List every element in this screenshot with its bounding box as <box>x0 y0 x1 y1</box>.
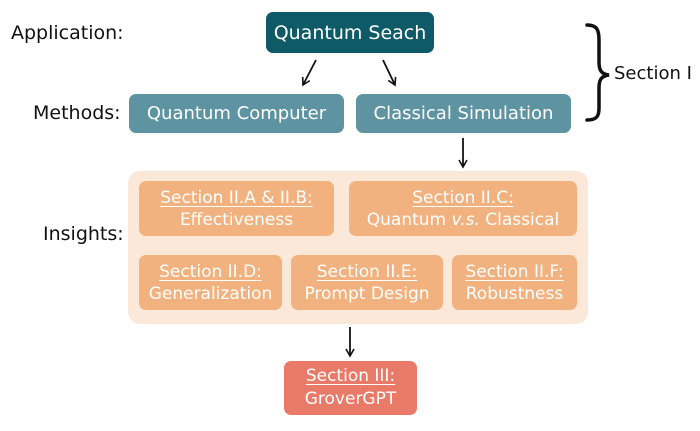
arrow-to-quantum-computer <box>301 59 317 87</box>
effectiveness-label: Effectiveness <box>179 209 294 230</box>
prompt-design-box: Section II.E: Prompt Design <box>291 255 443 310</box>
classical-simulation-box: Classical Simulation <box>356 94 571 133</box>
quantum-search-label: Quantum Seach <box>273 21 427 44</box>
prompt-design-label: Prompt Design <box>304 283 430 304</box>
robustness-section-title: Section II.F: <box>465 261 564 282</box>
insights-row-label: Insights: <box>43 223 124 245</box>
robustness-label: Robustness <box>465 283 564 304</box>
methods-row-label: Methods: <box>33 102 121 124</box>
quantum-vs-classical-box: Section II.C: Quantum v.s. Classical <box>349 181 577 236</box>
effectiveness-section-title: Section II.A & II.B: <box>160 187 313 208</box>
generalization-label: Generalization <box>148 283 273 304</box>
effectiveness-box: Section II.A & II.B: Effectiveness <box>139 181 334 236</box>
generalization-box: Section II.D: Generalization <box>139 255 282 310</box>
quantum-vs-classical-section-title: Section II.C: <box>412 187 514 208</box>
robustness-box: Section II.F: Robustness <box>452 255 577 310</box>
quantum-computer-label: Quantum Computer <box>146 103 327 124</box>
prompt-design-section-title: Section II.E: <box>316 261 418 282</box>
application-row-label: Application: <box>11 22 124 44</box>
section-brace <box>585 23 610 122</box>
quantum-vs-classical-label: Quantum v.s. Classical <box>366 209 560 230</box>
grovergpt-box: Section III: GroverGPT <box>284 361 417 415</box>
section-one-label: Section I <box>614 63 692 84</box>
grovergpt-section-title: Section III: <box>305 366 396 386</box>
grovergpt-label: GroverGPT <box>304 389 397 409</box>
classical-simulation-label: Classical Simulation <box>373 103 554 124</box>
generalization-section-title: Section II.D: <box>159 261 262 282</box>
quantum-search-box: Quantum Seach <box>266 12 434 53</box>
arrow-to-classical-simulation <box>382 59 397 87</box>
quantum-computer-box: Quantum Computer <box>129 94 344 133</box>
